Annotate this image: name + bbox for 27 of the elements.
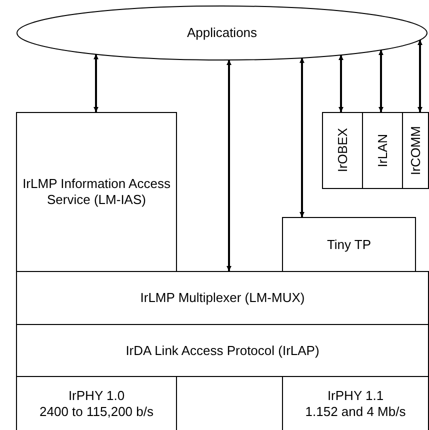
- arrow: [338, 54, 344, 112]
- layer-box: [16, 324, 429, 377]
- arrow: [418, 40, 422, 112]
- layer-label: Applications: [186, 25, 258, 41]
- layer-label: IrPHY 1.1: [327, 388, 384, 404]
- layer-label: IrLMP Multiplexer (LM-MUX): [140, 290, 305, 306]
- arrow: [300, 58, 304, 217]
- layer-label: Tiny TP: [326, 236, 372, 252]
- arrow: [226, 60, 232, 271]
- layer-box: [362, 112, 403, 189]
- layer-box: [16, 271, 429, 325]
- layer-box: [282, 376, 429, 430]
- layer-box: [402, 112, 429, 189]
- layer-label: IrLAN: [374, 134, 390, 168]
- layer-box: [16, 112, 177, 272]
- layer-label: 1.152 and 4 Mb/s: [305, 404, 406, 420]
- layer-label: IrOBEX: [334, 128, 350, 173]
- layer-label: IrLMP Information Access Service (LM-IAS): [22, 176, 172, 208]
- layer-label: 2400 to 115,200 b/s: [40, 404, 154, 420]
- arrow: [378, 50, 384, 112]
- layer-label: IrCOMM: [408, 126, 424, 176]
- layer-label: IrDA Link Access Protocol (IrLAP): [126, 342, 320, 358]
- arrow: [94, 54, 98, 112]
- layer-box: [322, 112, 363, 189]
- layer-box: [282, 217, 416, 272]
- layer-box: [16, 376, 177, 430]
- layer-label: IrPHY 1.0: [68, 388, 125, 404]
